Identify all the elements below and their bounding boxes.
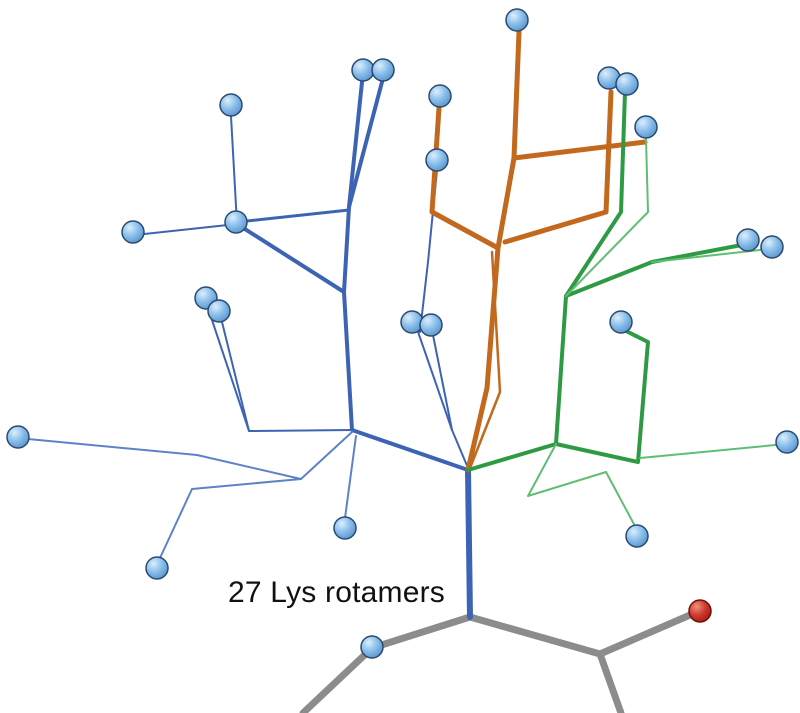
nitrogen-atom[interactable] <box>224 210 248 234</box>
rotamer-bond <box>344 435 357 519</box>
nitrogen-atom[interactable] <box>6 425 30 449</box>
rotamer-bond <box>134 223 238 236</box>
rotamer-bond <box>159 478 302 559</box>
rotamer-bond <box>342 80 470 472</box>
rotamer-bond <box>347 80 384 209</box>
bond-layer <box>27 29 787 713</box>
atom-layer <box>6 8 799 659</box>
rotamer-bond <box>235 222 346 294</box>
rotamer-bond <box>236 208 351 224</box>
rotamer-bond <box>465 467 473 620</box>
nitrogen-atom[interactable] <box>371 58 395 82</box>
nitrogen-atom[interactable] <box>428 84 452 108</box>
nitrogen-atom[interactable] <box>609 310 633 334</box>
nitrogen-atom[interactable] <box>425 148 449 172</box>
nitrogen-atom[interactable] <box>121 220 145 244</box>
nitrogen-atom[interactable] <box>351 58 375 82</box>
backbone-bond <box>299 613 625 713</box>
rotamer-bond <box>511 139 648 161</box>
nitrogen-atom[interactable] <box>634 115 658 139</box>
rotamer-bond <box>27 431 353 480</box>
rotamer-bond <box>639 443 787 459</box>
nitrogen-atom[interactable] <box>625 524 649 548</box>
oxygen-atom[interactable] <box>688 599 712 623</box>
rotamer-bond <box>207 307 353 432</box>
nitrogen-atom[interactable] <box>333 516 357 540</box>
nitrogen-atom[interactable] <box>360 635 384 659</box>
rotamer-bond <box>502 89 614 245</box>
nitrogen-atom[interactable] <box>219 93 243 117</box>
backbone-bond <box>596 608 701 658</box>
rotamer-bond <box>527 443 637 529</box>
rotamer-bond <box>565 138 649 297</box>
nitrogen-atom[interactable] <box>145 556 169 580</box>
nitrogen-atom[interactable] <box>419 313 443 337</box>
rotamer-bond <box>468 250 502 470</box>
rotamer-bond <box>465 29 522 473</box>
rotamer-bond <box>554 328 650 464</box>
rotamer-bond <box>429 105 501 251</box>
nitrogen-atom[interactable] <box>505 8 529 32</box>
rotamer-bond <box>415 325 453 431</box>
nitrogen-atom[interactable] <box>207 299 231 323</box>
rotamer-count-label: 27 Lys rotamers <box>228 576 445 609</box>
nitrogen-atom[interactable] <box>736 228 760 252</box>
rotamer-bond <box>230 115 238 225</box>
rotamer-bond <box>431 329 469 469</box>
nitrogen-atom[interactable] <box>760 235 784 259</box>
nitrogen-atom[interactable] <box>775 430 799 454</box>
nitrogen-atom[interactable] <box>615 72 639 96</box>
rotamer-bond <box>220 317 250 432</box>
